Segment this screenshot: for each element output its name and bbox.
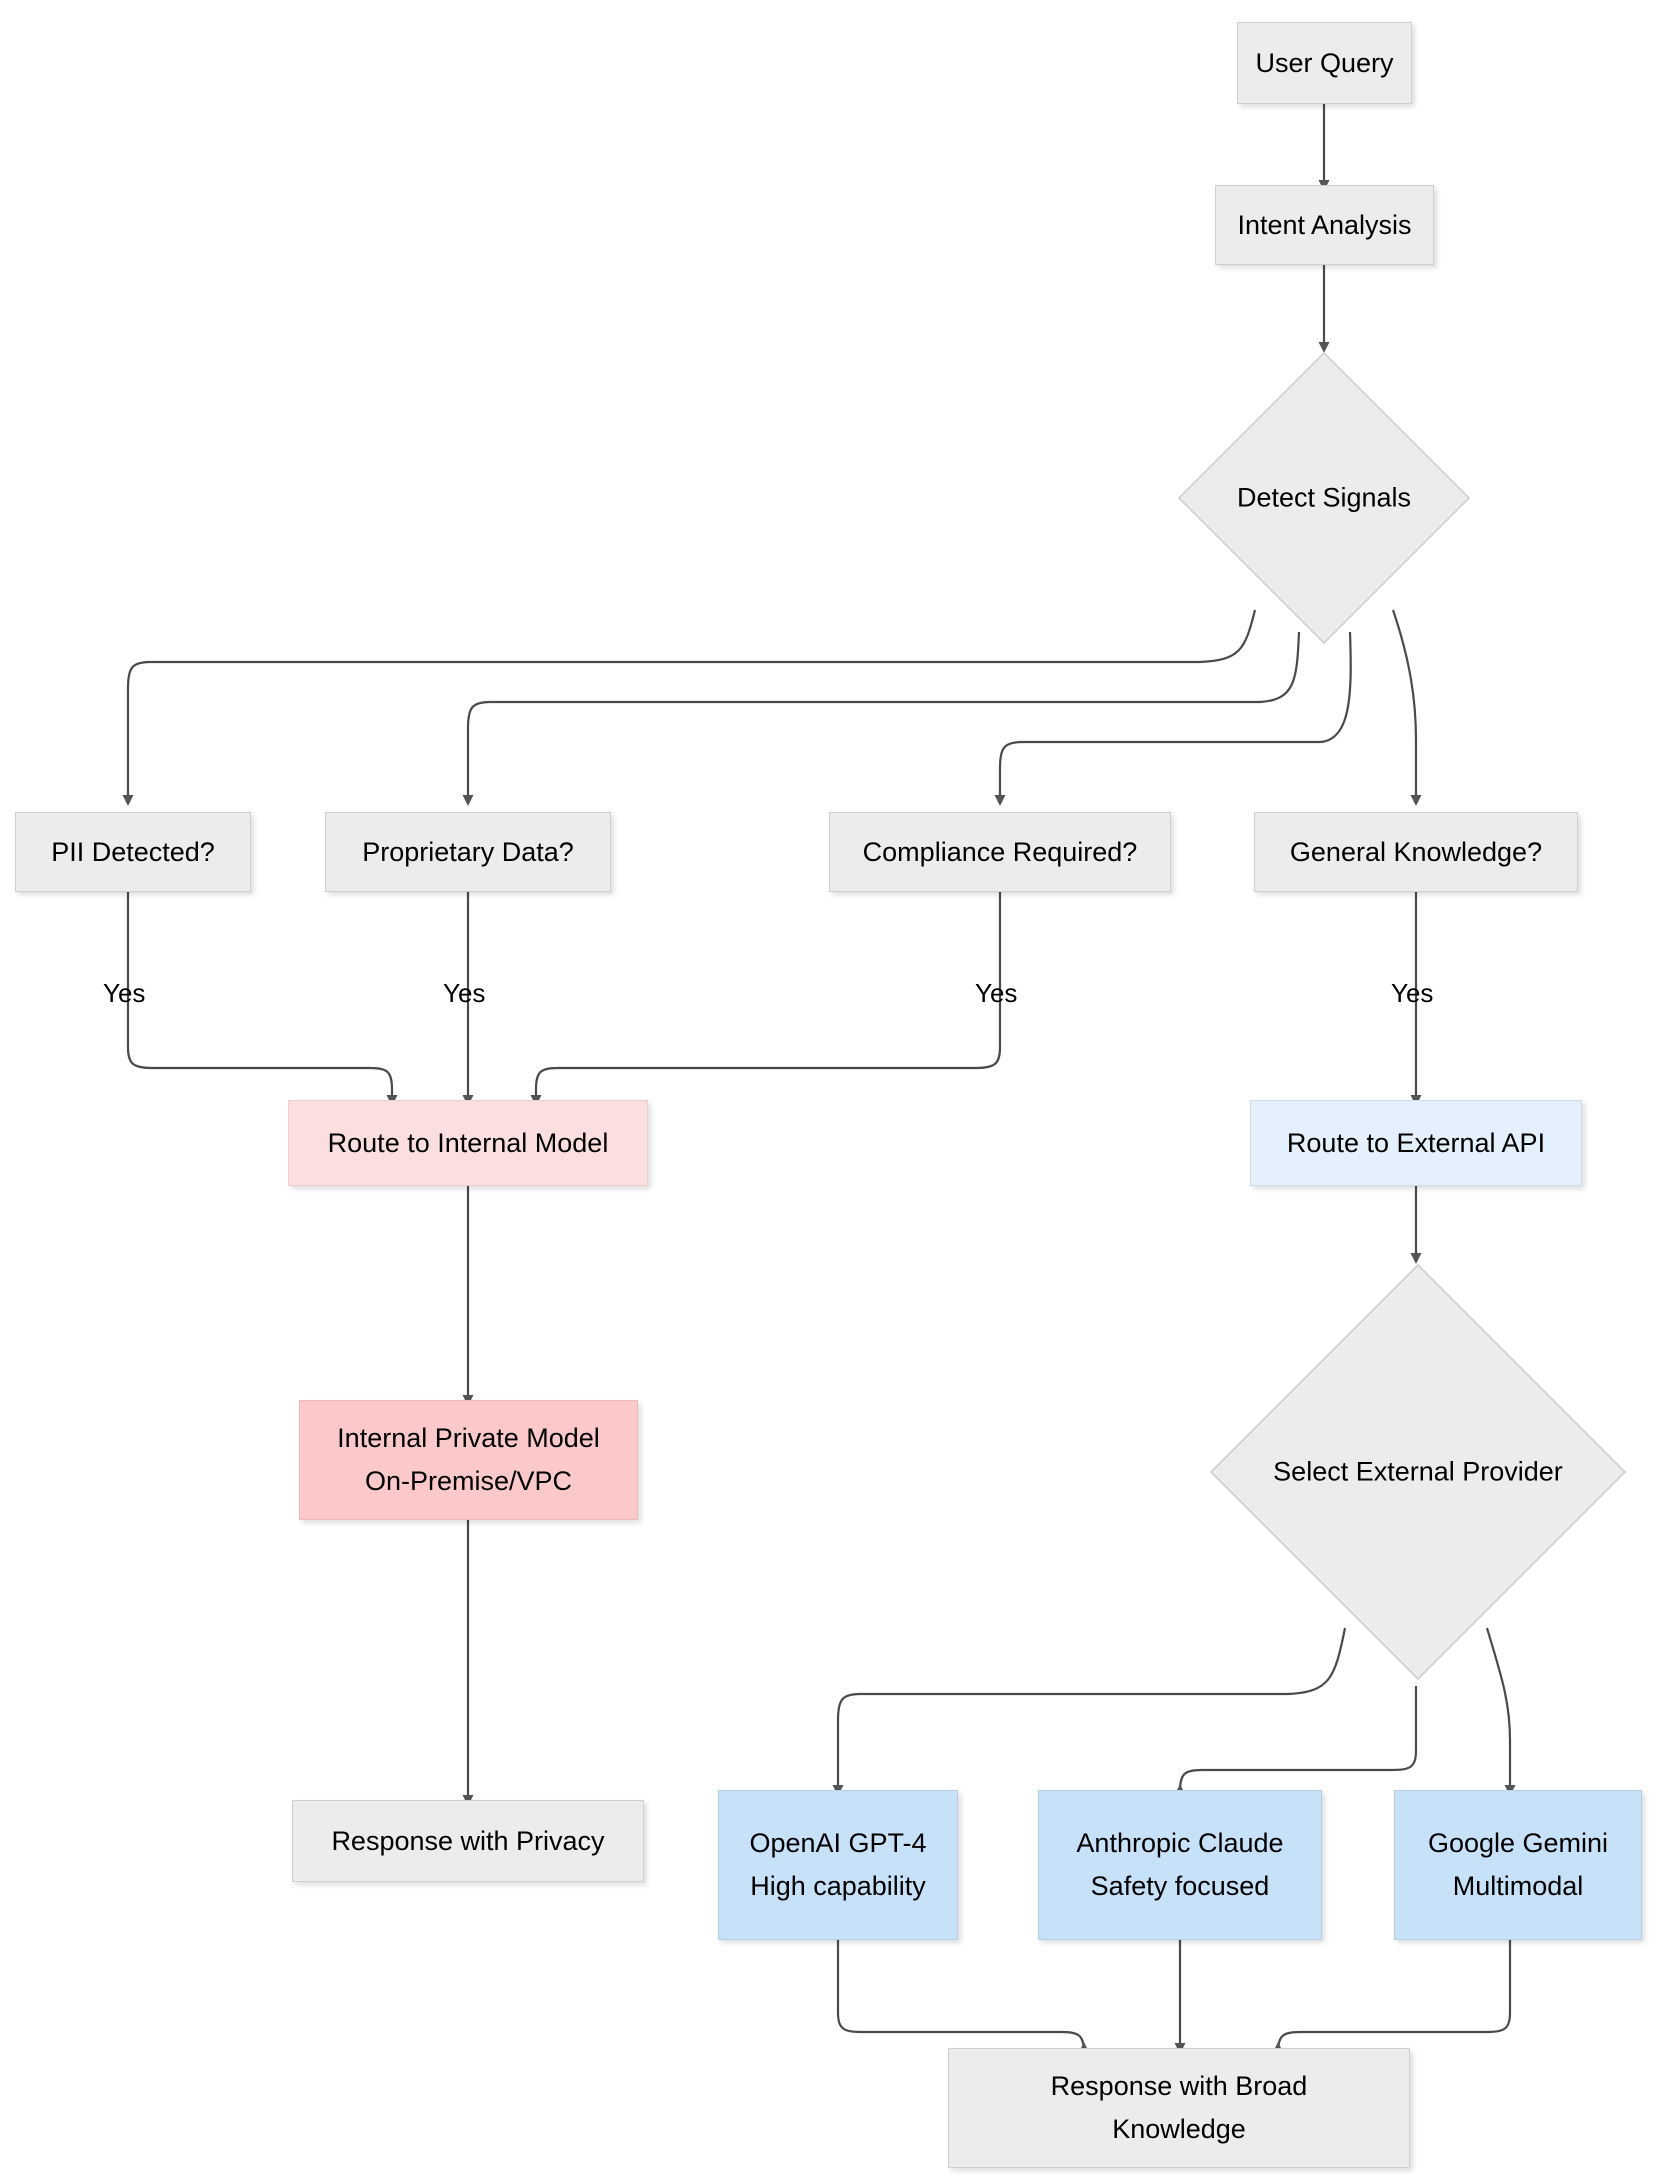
edge-label-general-yes: Yes [1391, 978, 1434, 1008]
node-response-with-broad-knowledge-label: Response with Broad Knowledge [1050, 2071, 1308, 2144]
node-proprietary-data[interactable]: Proprietary Data? [325, 812, 611, 892]
node-intent-analysis-label: Intent Analysis [1237, 209, 1412, 240]
node-pii-detected-label: PII Detected? [51, 836, 215, 867]
node-detect-signals[interactable]: Detect Signals [1176, 350, 1472, 646]
node-response-with-privacy[interactable]: Response with Privacy [292, 1800, 644, 1882]
node-anthropic-claude[interactable]: Anthropic Claude Safety focused [1038, 1790, 1322, 1940]
node-openai-gpt4-label: OpenAI GPT-4 High capability [749, 1828, 927, 1901]
edge-openai-to-response-broad [836, 1940, 1090, 2055]
node-proprietary-data-label: Proprietary Data? [362, 836, 574, 867]
node-select-external-provider[interactable]: Select External Provider [1208, 1262, 1628, 1682]
edge-pii-to-route-internal [126, 892, 398, 1106]
edge-label-pii-yes: Yes [103, 978, 146, 1008]
node-route-to-internal-model[interactable]: Route to Internal Model [288, 1100, 648, 1186]
node-select-external-provider-label: Select External Provider [1273, 1456, 1563, 1487]
edge-detect-to-compliance [994, 631, 1352, 806]
node-route-to-internal-model-label: Route to Internal Model [327, 1127, 609, 1158]
node-detect-signals-label: Detect Signals [1236, 482, 1412, 513]
node-response-with-privacy-label: Response with Privacy [331, 1825, 605, 1856]
node-google-gemini[interactable]: Google Gemini Multimodal [1394, 1790, 1642, 1940]
node-openai-gpt4[interactable]: OpenAI GPT-4 High capability [718, 1790, 958, 1940]
edge-label-compliance-yes: Yes [975, 978, 1018, 1008]
node-compliance-required[interactable]: Compliance Required? [829, 812, 1171, 892]
edge-detect-to-pii [122, 609, 1257, 806]
node-google-gemini-label: Google Gemini Multimodal [1427, 1828, 1609, 1901]
select-provider-diamond-shape [1209, 1263, 1627, 1681]
node-internal-private-model[interactable]: Internal Private Model On-Premise/VPC [299, 1400, 638, 1520]
node-anthropic-claude-label: Anthropic Claude Safety focused [1076, 1828, 1284, 1901]
edge-select-to-anthropic [1174, 1686, 1418, 1795]
node-intent-analysis[interactable]: Intent Analysis [1215, 185, 1434, 265]
edge-label-proprietary-yes: Yes [443, 978, 486, 1008]
node-internal-private-model-label: Internal Private Model On-Premise/VPC [337, 1423, 600, 1496]
edge-detect-to-proprietary [462, 631, 1301, 806]
node-route-to-external-api[interactable]: Route to External API [1250, 1100, 1582, 1186]
node-general-knowledge[interactable]: General Knowledge? [1254, 812, 1578, 892]
node-route-to-external-api-label: Route to External API [1286, 1127, 1546, 1158]
node-pii-detected[interactable]: PII Detected? [15, 812, 251, 892]
node-user-query-label: User Query [1255, 47, 1394, 78]
node-general-knowledge-label: General Knowledge? [1289, 836, 1543, 867]
edge-gemini-to-response-broad [1272, 1940, 1512, 2055]
edge-compliance-to-route-internal [530, 892, 1002, 1106]
node-response-with-broad-knowledge[interactable]: Response with Broad Knowledge [948, 2048, 1410, 2168]
node-compliance-required-label: Compliance Required? [862, 836, 1138, 867]
node-user-query[interactable]: User Query [1237, 22, 1412, 104]
